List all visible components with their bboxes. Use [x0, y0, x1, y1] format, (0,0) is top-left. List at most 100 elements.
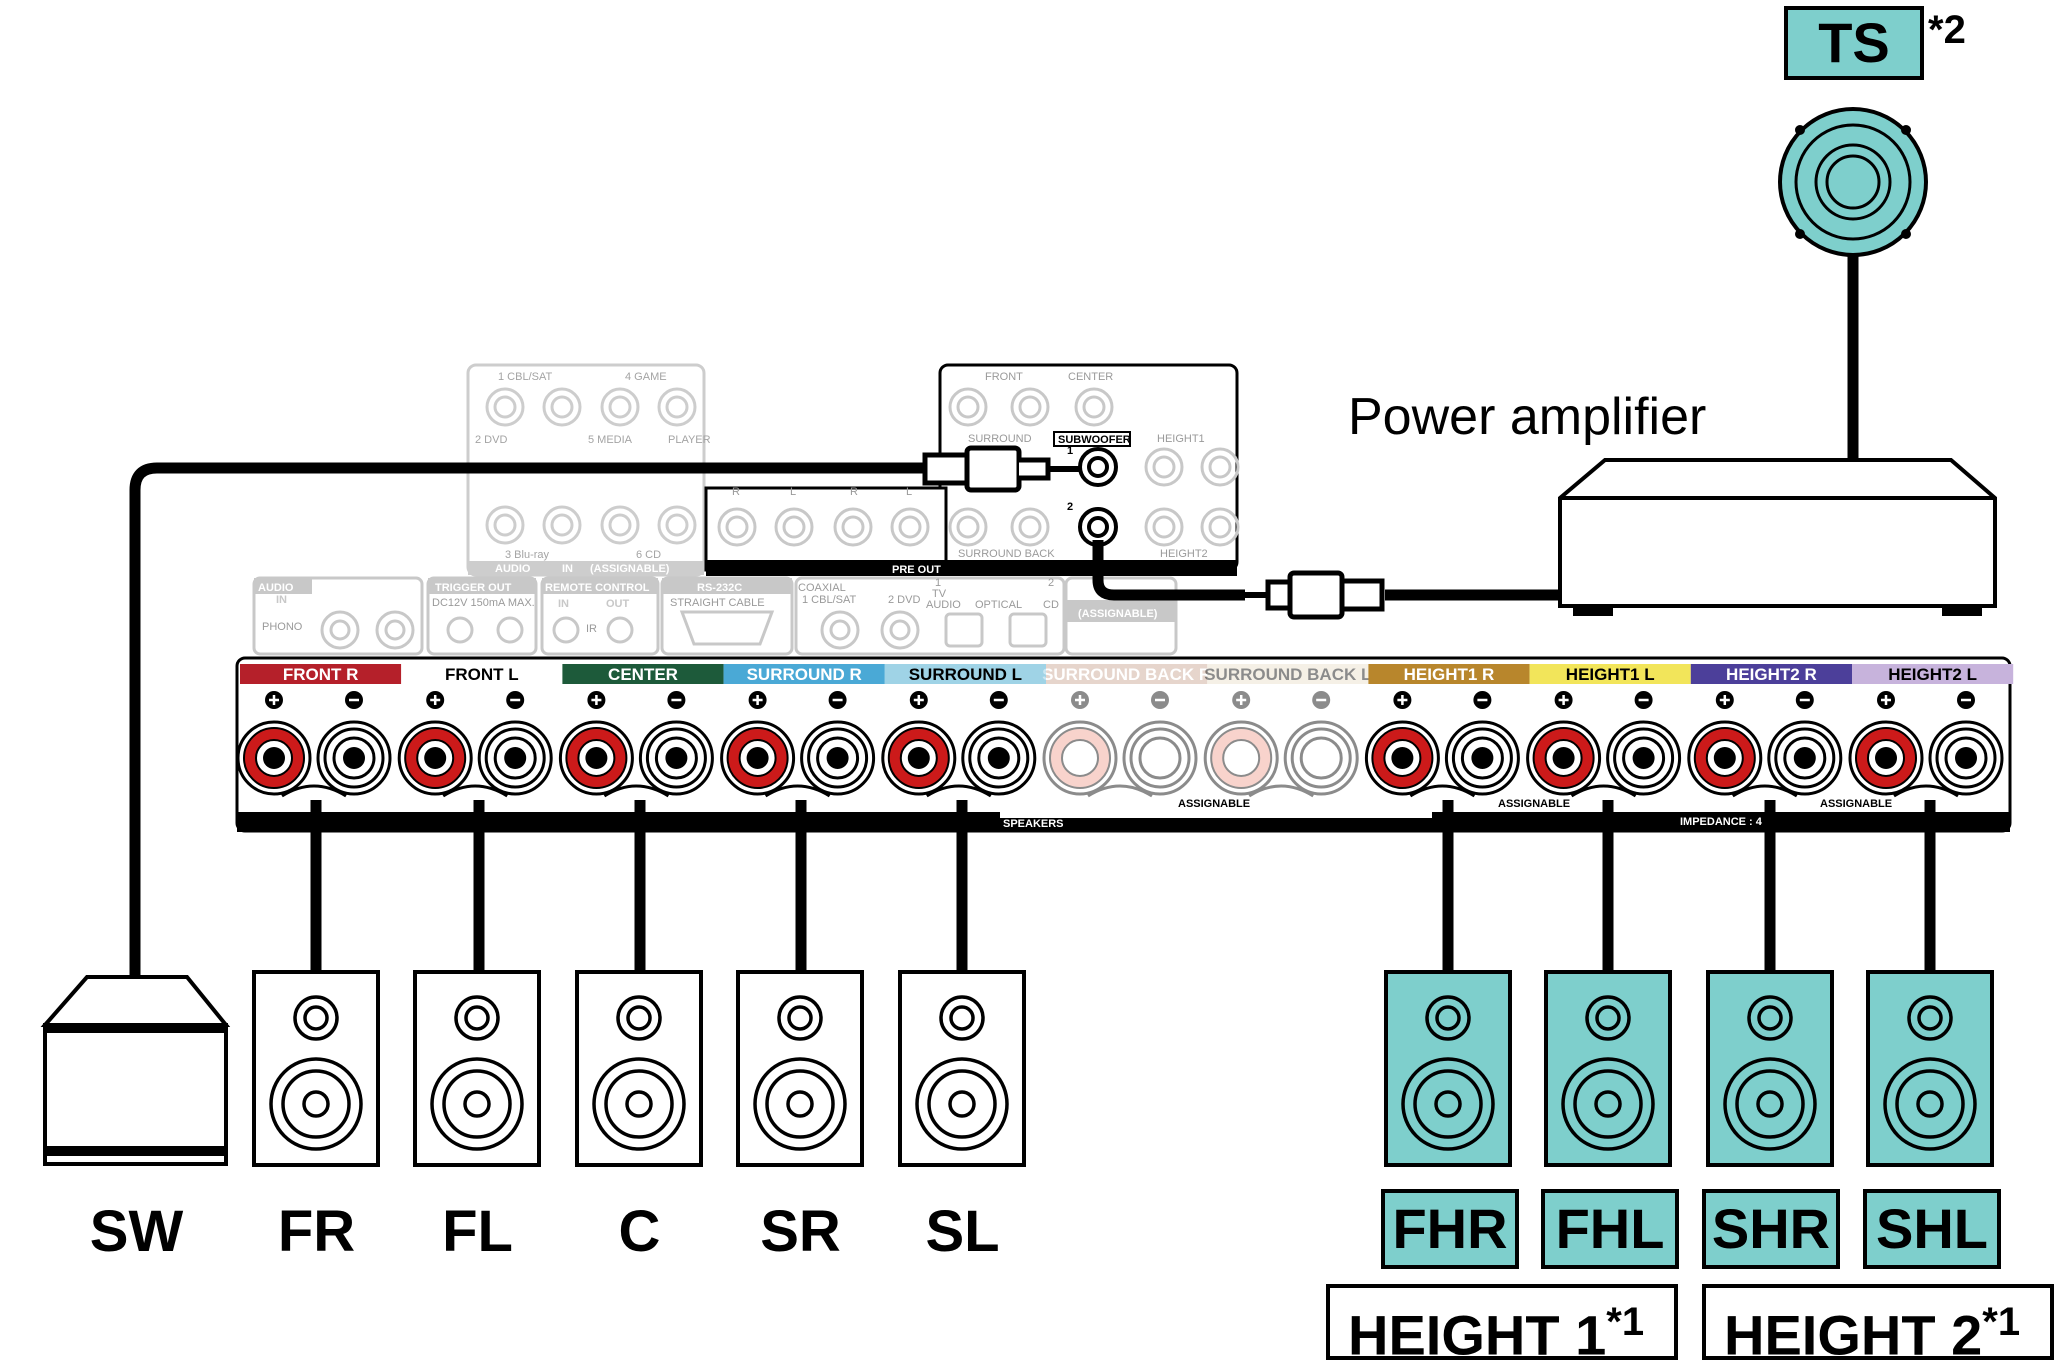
terminal-minus-3: [638, 720, 714, 796]
lower-coaxial: COAXIAL: [798, 582, 846, 594]
height-speaker-shl: [1866, 970, 1994, 1167]
preout-label-surround-back: SURROUND BACK: [958, 548, 1055, 560]
preout-sw2-label: 2: [1067, 501, 1073, 513]
amp-rca-plug: [1244, 570, 1385, 620]
height-speaker-fhl: [1544, 970, 1672, 1167]
floor-label-fl: FL: [442, 1199, 513, 1264]
terminal-minus-9: [1606, 720, 1682, 796]
terminal-minus-2: [477, 720, 553, 796]
terminal-channel-8: HEIGHT1 R: [1364, 664, 1530, 798]
height1-text: HEIGHT 1: [1348, 1303, 1607, 1367]
audio-label-3: 2 DVD: [475, 434, 507, 446]
preout-l-label-2: L: [906, 486, 912, 498]
terminal-plus-1: [236, 720, 312, 796]
terminal-channel-3: CENTER: [558, 664, 724, 798]
terminal-plus-9: [1526, 720, 1602, 796]
audio-label-7: 6 CD: [636, 549, 661, 561]
preout-label-height2: HEIGHT2: [1160, 548, 1208, 560]
audio-label-1: 1 CBL/SAT: [498, 371, 552, 383]
terminal-plus-2: [397, 720, 473, 796]
terminal-label-6: SURROUND BACK R: [1042, 665, 1211, 684]
lower-opt-2: 2: [1048, 577, 1054, 589]
terminal-channel-7: SURROUND BACK L: [1203, 664, 1371, 798]
height-label-shr: SHR: [1702, 1189, 1840, 1269]
audio-title: AUDIO: [495, 563, 531, 575]
preout-panel: PRE OUT FRONT CENTER SURROUND SUBWOOFER …: [704, 363, 1240, 576]
terminal-label-2: FRONT L: [445, 665, 519, 684]
audio-in-label: IN: [562, 563, 573, 575]
preout-label-surround: SURROUND: [968, 433, 1032, 445]
terminal-label-5: SURROUND L: [909, 665, 1022, 684]
lower-audio-title: AUDIO: [258, 582, 294, 594]
lower-remote-out: OUT: [606, 598, 630, 610]
assignable-label-3: ASSIGNABLE: [1820, 798, 1892, 810]
height1-group-label: HEIGHT 1*1: [1326, 1284, 1678, 1367]
terminal-minus-6: [1122, 720, 1198, 796]
terminal-label-7: SURROUND BACK L: [1204, 665, 1371, 684]
terminal-channel-2: FRONT L: [397, 664, 563, 798]
lower-optical: OPTICAL: [975, 599, 1022, 611]
lower-phono: PHONO: [262, 621, 303, 633]
preout-r-label-1: R: [732, 486, 740, 498]
floor-label-sr: SR: [760, 1199, 841, 1264]
terminal-label-4: SURROUND R: [747, 665, 862, 684]
terminal-minus-11: [1928, 720, 2004, 796]
lower-tv-audio: AUDIO: [926, 599, 961, 611]
io-lower-panel: AUDIO IN PHONO TRIGGER OUT DC12V 150mA M…: [252, 576, 1178, 656]
terminal-label-9: HEIGHT1 L: [1566, 665, 1655, 684]
cables: [129, 253, 1936, 980]
speakers-label: SPEAKERS: [1003, 818, 1064, 830]
preout-label-height1: HEIGHT1: [1157, 433, 1205, 445]
floor-speaker-sr: [736, 970, 864, 1167]
floor-label-sl: SL: [925, 1199, 1000, 1264]
lower-rs232-title: RS-232C: [697, 582, 742, 594]
assignable-label-1: ASSIGNABLE: [1178, 798, 1250, 810]
terminal-minus-4: [800, 720, 876, 796]
subwoofer-speaker: [40, 975, 231, 1166]
terminal-minus-8: [1444, 720, 1520, 796]
terminal-plus-6: [1042, 720, 1118, 796]
lower-cblsat: 1 CBL/SAT: [802, 594, 856, 606]
preout-label-center: CENTER: [1068, 371, 1113, 383]
power-amplifier: [1558, 458, 1997, 616]
floor-label-sw: SW: [89, 1199, 184, 1264]
terminal-channel-4: SURROUND R: [720, 664, 885, 798]
audio-label-2: 4 GAME: [625, 371, 667, 383]
terminal-plus-4: [720, 720, 796, 796]
preout-l-label-1: L: [790, 486, 796, 498]
audio-label-5: PLAYER: [668, 434, 711, 446]
terminal-label-3: CENTER: [608, 665, 678, 684]
terminal-label-10: HEIGHT2 R: [1726, 665, 1817, 684]
terminal-plus-8: [1364, 720, 1440, 796]
preout-label-front: FRONT: [985, 371, 1023, 383]
preout-r-label-2: R: [850, 486, 858, 498]
terminal-minus-1: [316, 720, 392, 796]
terminal-plus-7: [1203, 720, 1279, 796]
lower-rs232-cable: STRAIGHT CABLE: [670, 597, 765, 609]
floor-label-fr: FR: [277, 1199, 356, 1264]
terminal-minus-5: [961, 720, 1037, 796]
lower-audio-in: IN: [276, 594, 287, 606]
audio-assignable-label: (ASSIGNABLE): [590, 563, 670, 575]
top-speaker-ts: [1778, 107, 1928, 257]
terminal-channel-9: HEIGHT1 L: [1526, 664, 1691, 798]
lower-trigger-title: TRIGGER OUT: [435, 582, 512, 594]
lower-remote-ir: IR: [586, 623, 597, 635]
terminal-minus-10: [1767, 720, 1843, 796]
height-label-fhl: FHL: [1541, 1189, 1679, 1269]
height1-note: *1: [1606, 1300, 1645, 1344]
floor-speaker-fr: [252, 970, 380, 1167]
lower-remote-title: REMOTE CONTROL: [545, 582, 650, 594]
lower-opt-1: 1: [935, 577, 941, 589]
floor-label-c: C: [618, 1199, 661, 1264]
terminal-channel-10: HEIGHT2 R: [1687, 664, 1852, 798]
terminal-minus-7: [1283, 720, 1359, 796]
floor-speaker-sl: [898, 970, 1026, 1167]
sw-rca-plug: [922, 445, 1080, 493]
assignable-label-2: ASSIGNABLE: [1498, 798, 1570, 810]
ts-label: TS: [1818, 11, 1890, 74]
terminal-plus-3: [558, 720, 634, 796]
preout-sw1-label: 1: [1067, 445, 1073, 457]
height2-note: *1: [1982, 1300, 2021, 1344]
